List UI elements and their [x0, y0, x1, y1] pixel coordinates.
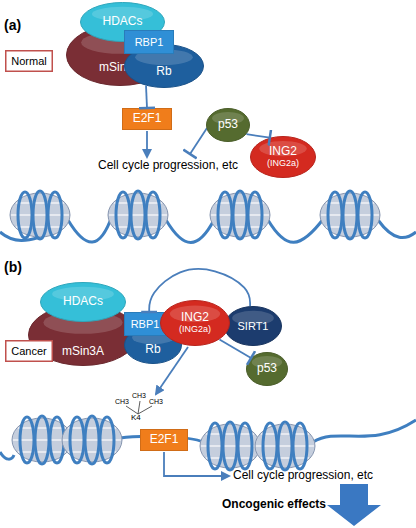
node-outline	[41, 283, 126, 322]
node-outline	[125, 313, 166, 336]
protein-ellipse: p53	[246, 352, 288, 386]
panel-letter: (a)	[4, 18, 21, 33]
nucleosome	[62, 416, 122, 464]
node-label: Normal	[11, 55, 46, 67]
methyl-bond	[126, 401, 152, 414]
node-label: SIRT1	[238, 320, 269, 332]
node-outline	[247, 353, 288, 386]
protein-box: E2F1	[140, 429, 188, 451]
node-outline	[251, 137, 316, 178]
node-text-holder: RBP1	[124, 30, 174, 54]
inhibition-connector	[246, 134, 269, 138]
node-label: p53	[257, 362, 277, 375]
activation-arrow	[164, 452, 229, 476]
node-label: ING2	[181, 311, 209, 324]
node-text-holder: Normal	[5, 50, 53, 72]
protein-box: RBP1	[124, 312, 166, 336]
nucleosome	[210, 191, 270, 239]
node-gloss	[43, 311, 122, 333]
node-text-holder: HDACs	[40, 282, 126, 322]
node-label: Rb	[145, 343, 160, 356]
node-label: HDACs	[63, 295, 103, 308]
methyl-group: CH3	[149, 398, 163, 406]
nucleosome	[320, 191, 380, 239]
node-text-holder: Cancer	[5, 340, 53, 362]
node-outline	[6, 341, 53, 362]
node-sublabel: (ING2a)	[179, 325, 211, 335]
inhibition-line	[190, 128, 207, 154]
inhibition-connector	[146, 85, 147, 108]
node-outline	[225, 307, 282, 346]
nucleosome	[255, 422, 315, 470]
node-label: E2F1	[133, 112, 162, 125]
node-text-holder: E2F1	[122, 108, 172, 130]
protein-ellipse: HDACs	[40, 282, 126, 322]
panel-tag: Normal	[5, 50, 53, 72]
node-text-holder: SIRT1	[224, 306, 282, 346]
node-outline	[6, 51, 53, 72]
activation-arrow	[146, 131, 148, 157]
node-outline	[161, 301, 230, 346]
node-text-holder: ING2(ING2a)	[250, 136, 316, 178]
process-label: Cell cycle progression, etc	[98, 159, 238, 172]
node-label: RBP1	[131, 318, 160, 330]
nucleosome	[10, 191, 70, 239]
node-text-holder: p53	[246, 352, 288, 386]
panel-letter: (b)	[4, 260, 22, 275]
node-outline	[125, 45, 204, 88]
node-text-holder: p53	[206, 108, 250, 142]
node-gloss	[132, 331, 174, 345]
node-sublabel: (ING2a)	[267, 159, 299, 169]
block-arrow	[327, 484, 381, 526]
node-label: ING2	[269, 145, 297, 158]
node-text-holder: RBP1	[124, 312, 166, 336]
node-outline	[141, 430, 188, 451]
protein-box: E2F1	[122, 108, 172, 130]
process-label: Cell cycle progression, etc	[233, 469, 373, 482]
panel-tag: Cancer	[5, 340, 53, 362]
node-outline	[123, 109, 172, 130]
node-label: Rb	[156, 65, 171, 78]
outcome-label: Oncogenic effects	[222, 498, 326, 511]
node-label: E2F1	[150, 433, 179, 446]
node-label: HDACs	[102, 15, 142, 28]
protein-ellipse: SIRT1	[224, 306, 282, 346]
node-outline	[125, 31, 174, 54]
protein-ellipse: p53	[206, 108, 250, 142]
methyl-group: CH3	[132, 392, 146, 400]
node-gloss	[135, 49, 193, 65]
nucleosome	[200, 422, 260, 470]
protein-ellipse: ING2(ING2a)	[250, 136, 316, 178]
nucleosome	[108, 191, 168, 239]
residue-label: K4	[131, 414, 141, 423]
methyl-group: CH3	[115, 398, 129, 406]
node-label: Cancer	[11, 345, 46, 357]
node-outline	[125, 327, 182, 364]
node-label: RBP1	[135, 36, 164, 48]
node-gloss	[81, 31, 159, 53]
node-outline	[207, 109, 250, 142]
node-label: mSin3A	[62, 345, 104, 358]
protein-ellipse: ING2(ING2a)	[160, 300, 230, 346]
protein-box: RBP1	[124, 30, 174, 54]
node-text-holder: E2F1	[140, 429, 188, 451]
node-label: p53	[218, 118, 238, 131]
node-text-holder: ING2(ING2a)	[160, 300, 230, 346]
